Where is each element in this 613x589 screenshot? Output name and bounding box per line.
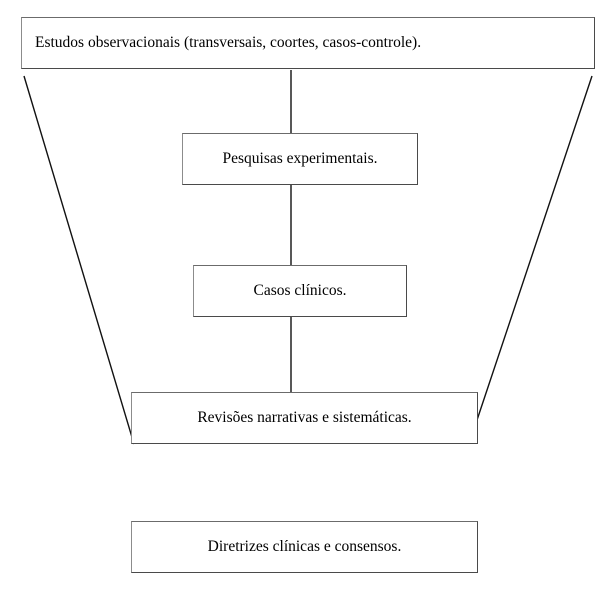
node-observational-studies-label: Estudos observacionais (transversais, co… xyxy=(35,33,422,51)
node-clinical-guidelines-consensus-label: Diretrizes clínicas e consensos. xyxy=(207,537,402,555)
node-observational-studies[interactable]: Estudos observacionais (transversais, co… xyxy=(21,17,595,69)
funnel-left-edge xyxy=(23,75,135,445)
node-clinical-cases[interactable]: Casos clínicos. xyxy=(193,265,407,317)
node-clinical-guidelines-consensus[interactable]: Diretrizes clínicas e consensos. xyxy=(131,521,478,573)
node-clinical-cases-label: Casos clínicos. xyxy=(253,281,347,299)
node-experimental-research[interactable]: Pesquisas experimentais. xyxy=(182,133,418,185)
node-experimental-research-label: Pesquisas experimentais. xyxy=(222,149,378,167)
node-narrative-systematic-reviews-label: Revisões narrativas e sistemáticas. xyxy=(197,408,412,426)
node-narrative-systematic-reviews[interactable]: Revisões narrativas e sistemáticas. xyxy=(131,392,478,444)
funnel-right-edge xyxy=(472,75,593,433)
